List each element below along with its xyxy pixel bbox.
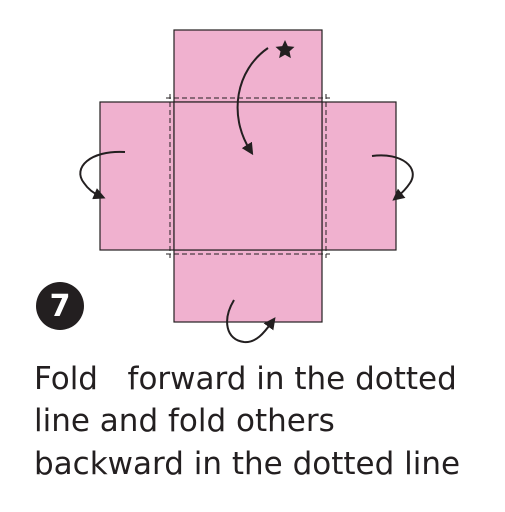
top-flap <box>173 29 323 103</box>
forward-fold-arrow <box>236 47 269 156</box>
bottom-backward-fold-arrow <box>226 299 276 344</box>
dotted-fold-lines <box>166 94 330 258</box>
star-icon <box>275 40 295 59</box>
step-badge <box>36 282 84 330</box>
caption-line-1: Fold forward in the dotted <box>34 361 457 397</box>
right-backward-fold-arrow <box>371 154 414 201</box>
right-flap <box>321 101 397 251</box>
step-number: 7 <box>50 289 71 324</box>
left-flap <box>99 101 175 251</box>
center-square <box>173 101 323 251</box>
left-backward-fold-arrow <box>79 150 126 200</box>
caption-line-3: backward in the dotted line <box>34 446 461 482</box>
bottom-flap <box>173 249 323 323</box>
caption-line-2: line and fold others <box>34 403 335 439</box>
